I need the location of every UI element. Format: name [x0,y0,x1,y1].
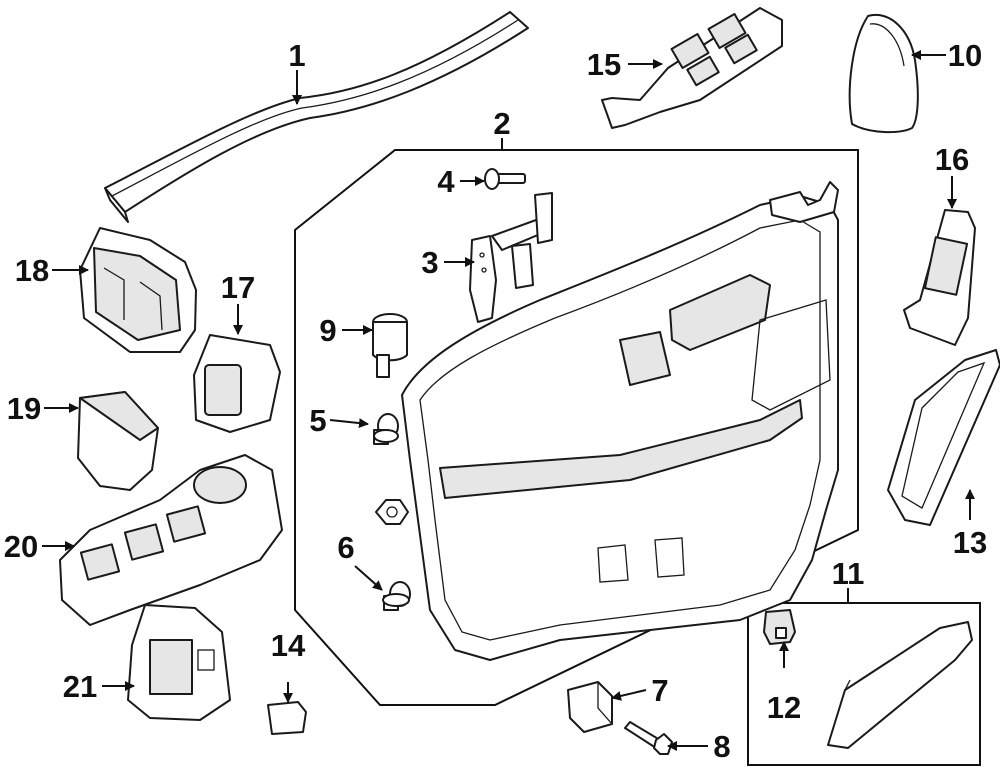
callout-19: 19 [7,391,41,426]
part-2-door-trim-panel[interactable] [401,181,839,661]
callout-3: 3 [421,245,438,280]
part-10-mirror-cover[interactable] [848,13,919,134]
callout-18: 18 [15,253,49,288]
callout-5: 5 [309,403,326,438]
part-4-screw[interactable] [484,168,526,190]
callout-leaders [42,50,975,751]
callout-1: 1 [288,38,305,73]
trim-kit-group-frame [747,602,981,766]
callout-16: 16 [935,142,969,177]
part-13-molding[interactable] [887,349,1000,526]
part-17-switch[interactable] [193,334,281,433]
hex-nut[interactable] [375,499,409,525]
part-8-screw[interactable] [624,721,673,755]
callout-9: 9 [319,313,336,348]
callout-14: 14 [271,628,306,663]
part-18-switch-bezel[interactable] [79,227,197,353]
door-panel-group-frame [294,149,859,706]
callout-13: 13 [953,525,987,560]
callout-10: 10 [948,38,982,73]
callout-labels: 1 2 3 4 5 6 7 8 9 10 11 12 13 14 15 16 1… [4,38,987,764]
part-1-weatherstrip[interactable] [104,11,529,223]
part-15-switch-bezel[interactable] [601,7,783,129]
callout-6: 6 [337,530,354,565]
callout-7: 7 [651,673,668,708]
callout-8: 8 [713,729,730,764]
callout-21: 21 [63,669,97,704]
part-3-bracket[interactable] [469,192,553,323]
part-12-clip[interactable] [763,609,796,645]
part-5-push-pin[interactable] [373,413,399,445]
part-19-switch[interactable] [77,391,159,491]
part-16-rear-trim-bezel[interactable] [903,209,976,346]
callout-20: 20 [4,529,38,564]
callout-15: 15 [587,47,621,82]
part-20-master-switch[interactable] [59,454,283,626]
part-7-retainer[interactable] [567,681,613,733]
part-9-clip[interactable] [372,313,408,378]
callout-12: 12 [767,690,801,725]
part-21-switch-module[interactable] [127,604,231,721]
part-14-cap[interactable] [267,701,307,735]
part-6-push-pin[interactable] [382,581,411,611]
callout-4: 4 [437,164,455,199]
callout-17: 17 [221,270,255,305]
part-11-trim-kit[interactable] [827,621,973,749]
callout-2: 2 [493,106,510,141]
callout-11: 11 [832,556,865,591]
